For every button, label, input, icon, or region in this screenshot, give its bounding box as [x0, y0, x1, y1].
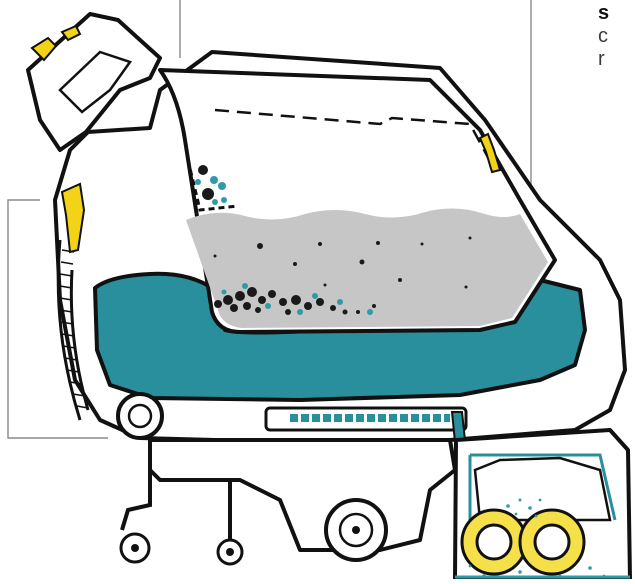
- caption-line-1: s: [598, 2, 609, 25]
- caption-line-3: r: [598, 48, 609, 71]
- chassis-lower: [150, 440, 455, 550]
- caption-text: s c r: [598, 2, 609, 71]
- dirty-water-fill: [186, 208, 548, 328]
- front-caster: [121, 470, 242, 564]
- caption-line-2: c: [598, 25, 609, 48]
